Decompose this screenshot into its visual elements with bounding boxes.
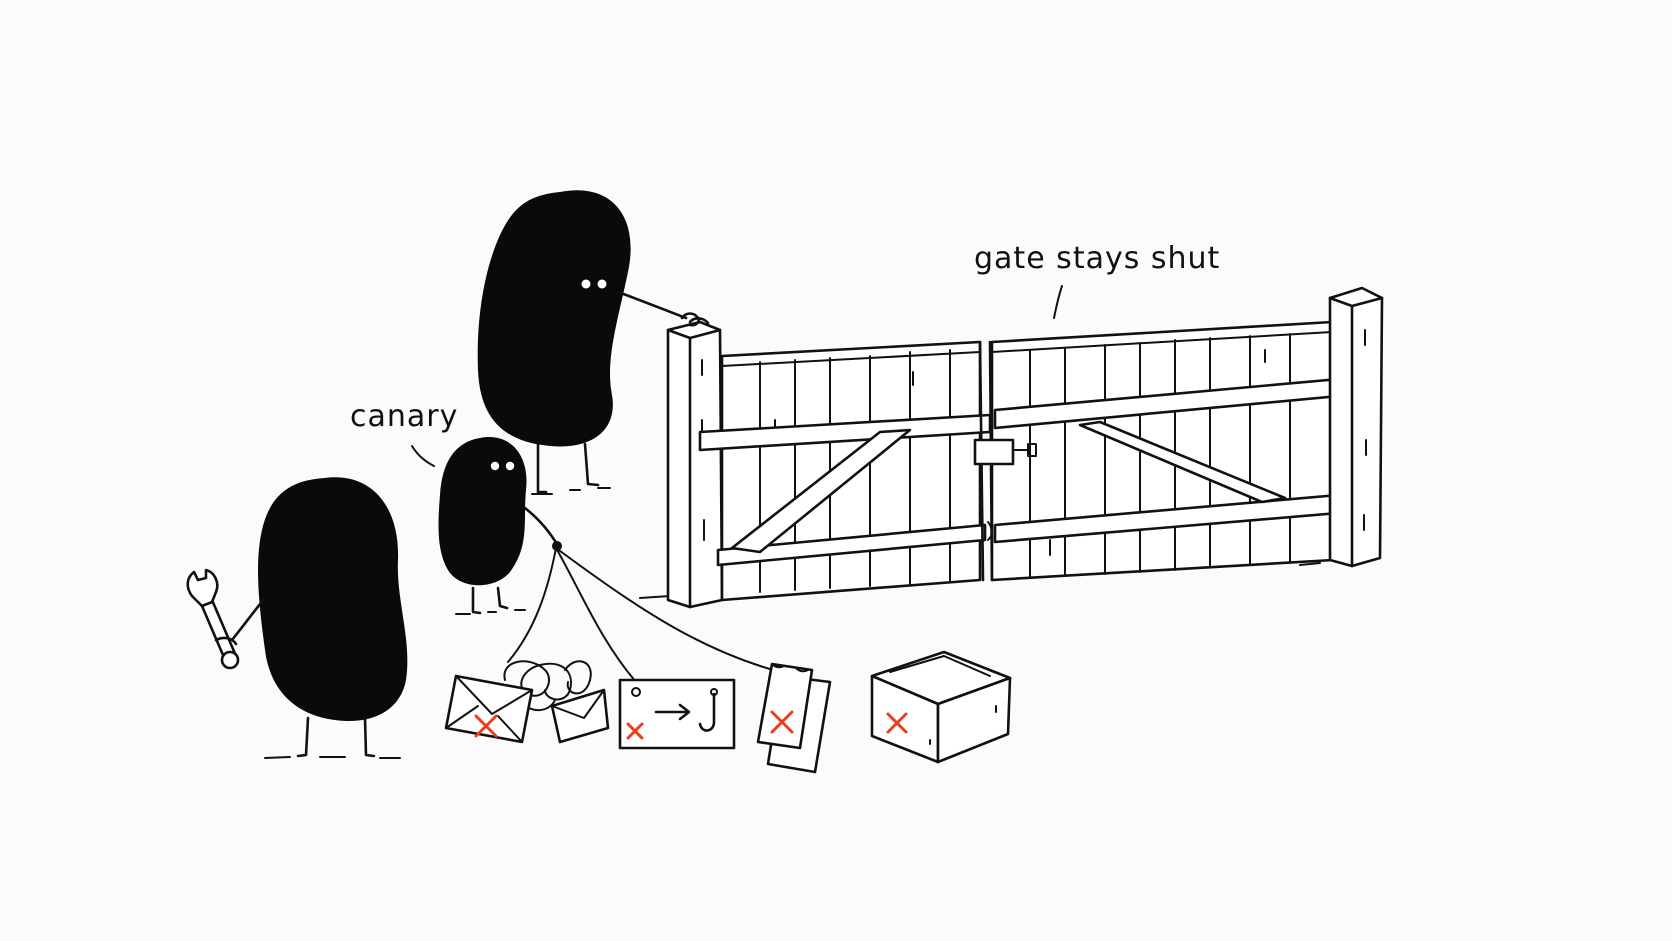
gate-latch (973, 438, 1015, 466)
gate-leaf-left (698, 340, 992, 602)
leash-strings (507, 547, 781, 683)
open-box-rejected (870, 650, 1012, 764)
tall-character-eye-left (581, 279, 591, 289)
tool-character-ground (264, 756, 401, 759)
gate-post-right (1328, 286, 1384, 568)
card-hole (631, 687, 641, 697)
tall-character-ground (531, 487, 611, 495)
gate-leaf-right (973, 320, 1352, 582)
canary-character (438, 437, 562, 615)
canary-label: canary (350, 399, 458, 434)
tall-character-hand (680, 312, 700, 327)
gate-label: gate stays shut (974, 241, 1220, 276)
canary-character-hand (552, 541, 562, 551)
closed-gate (639, 286, 1384, 609)
canary-label-pointer (411, 445, 435, 467)
tool-character-leg-right (363, 716, 376, 758)
tool-character (186, 477, 408, 759)
envelope-rejected-1 (444, 674, 534, 744)
tall-character-arm (616, 290, 688, 320)
tall-character-leg-right (583, 442, 600, 487)
envelope-rejected-2 (550, 688, 610, 744)
tall-character-body (477, 190, 631, 447)
canary-character-eye-right (505, 461, 515, 471)
red-x-icon (886, 712, 908, 734)
tall-character-leg-left (536, 442, 548, 494)
gate-post-left (666, 317, 724, 609)
tool-character-leg-left (296, 716, 310, 758)
gate-label-pointer (1053, 285, 1063, 319)
canary-caption: canary (350, 399, 458, 467)
red-x-icon (770, 710, 794, 734)
wrench-icon (186, 568, 240, 670)
canary-character-leg-right (496, 586, 509, 610)
tool-character-body (258, 477, 408, 722)
tickets-rejected (756, 662, 832, 774)
red-x-icon (474, 714, 498, 738)
tall-character-eye-right (597, 279, 607, 289)
tool-character-arm (230, 596, 267, 642)
rejected-items (444, 650, 1012, 774)
canary-character-arm (523, 506, 560, 548)
canary-character-ground (455, 609, 526, 615)
arrow-to-hook-icon (654, 688, 718, 732)
canary-character-eye-left (490, 461, 500, 471)
canary-character-leg-left (471, 586, 482, 615)
redirect-card-rejected (618, 678, 736, 750)
canary-character-body (438, 437, 527, 586)
tall-character (477, 190, 700, 495)
gate-caption: gate stays shut (974, 241, 1220, 319)
red-x-icon (626, 722, 644, 740)
